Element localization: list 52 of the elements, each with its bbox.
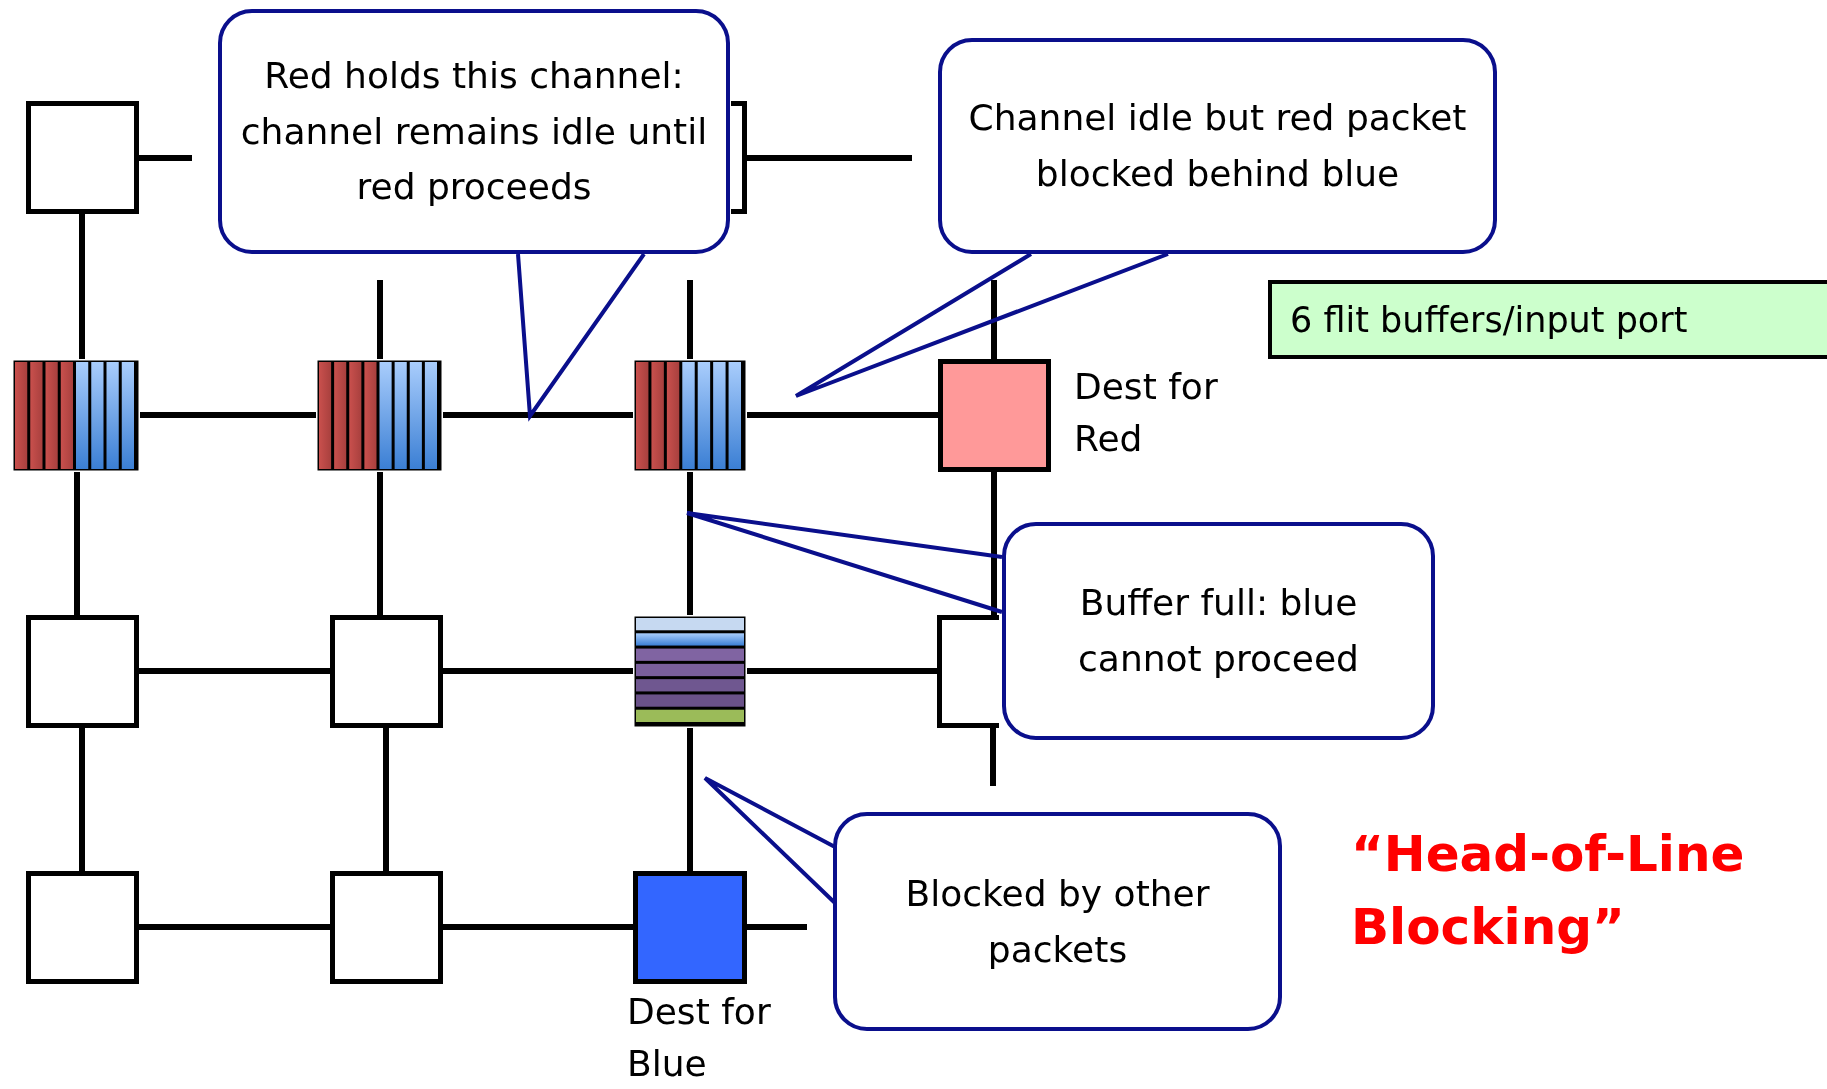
- channel-link: [443, 668, 633, 674]
- channel-link: [687, 472, 693, 615]
- channel-link: [79, 728, 85, 871]
- channel-link: [990, 728, 996, 786]
- flit-buffer-drawing: [633, 359, 747, 472]
- callout-text: Channel idle but red packet blocked behind blue: [967, 96, 1468, 196]
- router-box: [330, 615, 443, 728]
- channel-link: [140, 412, 316, 418]
- speech-bubble: [1002, 522, 1435, 740]
- destination-router-box: [938, 359, 1051, 472]
- destination-router-box: [633, 871, 747, 984]
- channel-link: [74, 472, 80, 615]
- channel-link: [747, 412, 938, 418]
- callout-text: Blocked by other packets: [904, 871, 1211, 972]
- channel-link: [991, 280, 997, 359]
- speech-bubble: [218, 9, 730, 254]
- channel-link: [377, 472, 383, 615]
- channel-link: [747, 668, 937, 674]
- leader-line: [794, 252, 1169, 398]
- channel-link: [443, 924, 633, 930]
- channel-link: [747, 924, 807, 930]
- channel-link: [747, 155, 912, 161]
- leader-line: [516, 252, 646, 422]
- note-text: 6 flit buffers/input port: [1290, 299, 1688, 340]
- flit-buffer-drawing: [633, 615, 747, 728]
- channel-link: [383, 728, 389, 871]
- router-box: [731, 101, 747, 214]
- note-box: [1268, 280, 1827, 359]
- router-box: [26, 615, 139, 728]
- flit-buffer-drawing: [316, 359, 443, 472]
- channel-link: [687, 280, 693, 359]
- channel-link: [139, 155, 192, 161]
- destination-label: Dest for Blue: [627, 990, 772, 1087]
- channel-link: [377, 280, 383, 359]
- router-box: [330, 871, 443, 984]
- speech-bubble: [833, 812, 1282, 1031]
- heading-text: “Head-of-Line Blocking”: [1351, 824, 1746, 958]
- channel-link: [687, 728, 693, 871]
- destination-label: Dest for Red: [1074, 365, 1219, 462]
- callout-text: Buffer full: blue cannot proceed: [1077, 581, 1360, 681]
- speech-bubble: [938, 38, 1497, 254]
- router-box: [937, 615, 999, 728]
- router-box: [26, 871, 139, 984]
- leader-line: [685, 511, 1003, 614]
- channel-link: [79, 214, 85, 359]
- channel-link: [443, 412, 633, 418]
- channel-link: [991, 472, 997, 615]
- router-box: [26, 101, 139, 214]
- callout-text: Red holds this channel: channel remains idle until red proceeds: [239, 53, 709, 210]
- flit-buffer-drawing: [12, 359, 140, 472]
- channel-link: [139, 924, 330, 930]
- channel-link: [139, 668, 330, 674]
